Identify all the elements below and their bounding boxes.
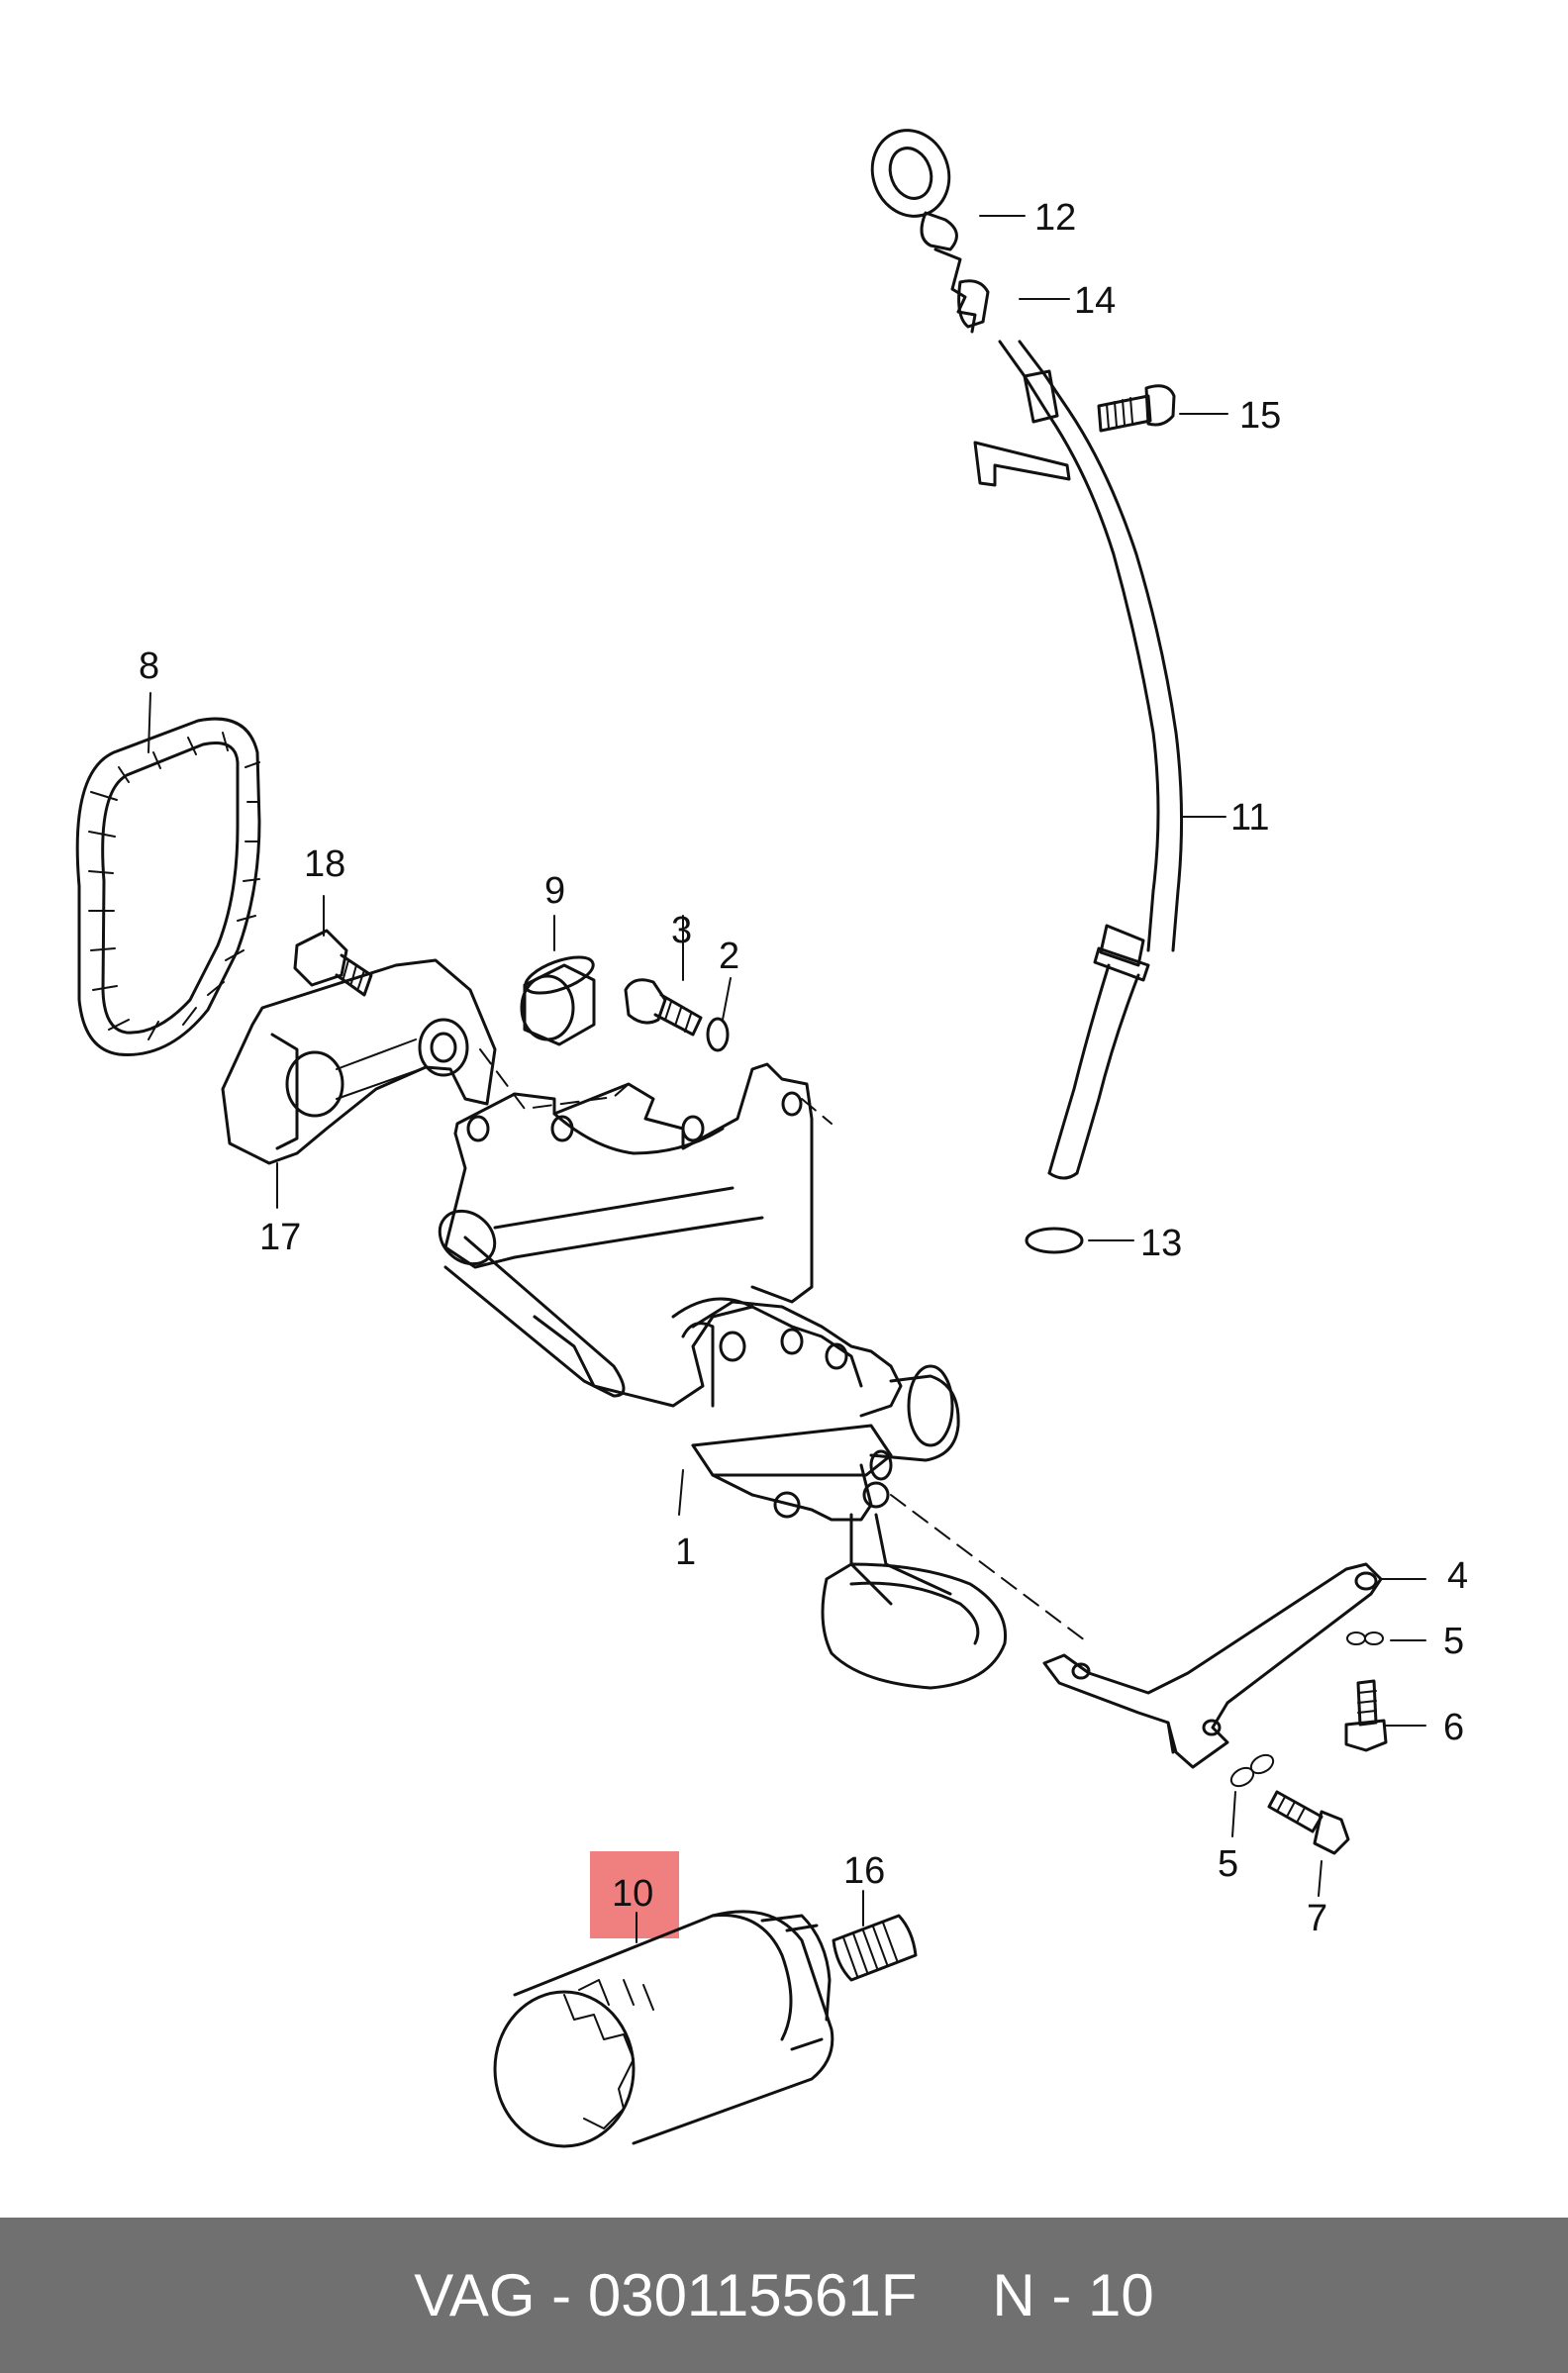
callout-8: 8 bbox=[139, 645, 159, 687]
callout-16: 16 bbox=[843, 1850, 885, 1892]
washer-5-lower bbox=[1229, 1753, 1275, 1788]
bolt-7 bbox=[1267, 1790, 1350, 1855]
threaded-stud-16 bbox=[832, 1914, 918, 1982]
callout-18: 18 bbox=[304, 843, 345, 885]
callout-4: 4 bbox=[1447, 1555, 1468, 1597]
oil-pump-exploded-diagram: 12 14 15 11 13 8 18 17 9 3 2 1 4 5 6 5 7… bbox=[75, 129, 1468, 2148]
bolt-15 bbox=[1097, 384, 1176, 433]
oil-pump-1 bbox=[438, 1062, 1008, 1690]
callout-6: 6 bbox=[1443, 1707, 1464, 1748]
assembly-line-3 bbox=[890, 1494, 1090, 1644]
part-number-footer: VAG - 030115561F N - 10 bbox=[0, 2218, 1568, 2373]
washer-2 bbox=[706, 1017, 730, 1052]
callout-1: 1 bbox=[675, 1532, 696, 1573]
callout-12: 12 bbox=[1034, 197, 1076, 239]
dipstick-assembly bbox=[870, 129, 1184, 1254]
assembly-line-1 bbox=[479, 1048, 630, 1110]
drive-chain-8 bbox=[75, 717, 261, 1056]
callout-5-upper: 5 bbox=[1443, 1621, 1464, 1662]
callout-9: 9 bbox=[544, 870, 565, 912]
callout-7: 7 bbox=[1307, 1898, 1327, 1939]
position-label: N - 10 bbox=[992, 2262, 1154, 2328]
callout-11: 11 bbox=[1230, 797, 1269, 839]
callout-5-lower: 5 bbox=[1218, 1843, 1238, 1885]
callout-2: 2 bbox=[719, 936, 739, 977]
bushing-9 bbox=[520, 955, 596, 1046]
callout-10: 10 bbox=[612, 1873, 653, 1915]
leader-lines bbox=[147, 215, 1426, 1943]
callout-17: 17 bbox=[259, 1217, 301, 1258]
washer-5-upper bbox=[1346, 1631, 1384, 1645]
callout-13: 13 bbox=[1140, 1223, 1182, 1264]
support-bracket-4 bbox=[1042, 1562, 1383, 1769]
bolt-6 bbox=[1344, 1679, 1388, 1752]
bolt-18 bbox=[293, 929, 373, 997]
assembly-line-2 bbox=[801, 1098, 833, 1125]
oil-filter-10 bbox=[493, 1910, 834, 2148]
callout-3: 3 bbox=[671, 910, 692, 951]
callout-15: 15 bbox=[1239, 395, 1281, 437]
part-number-label: VAG - 030115561F bbox=[414, 2262, 918, 2328]
callout-10-highlight bbox=[590, 1851, 679, 1938]
chain-guide-bracket-17 bbox=[221, 958, 497, 1165]
callout-14: 14 bbox=[1074, 280, 1116, 322]
bolt-3 bbox=[624, 978, 703, 1037]
